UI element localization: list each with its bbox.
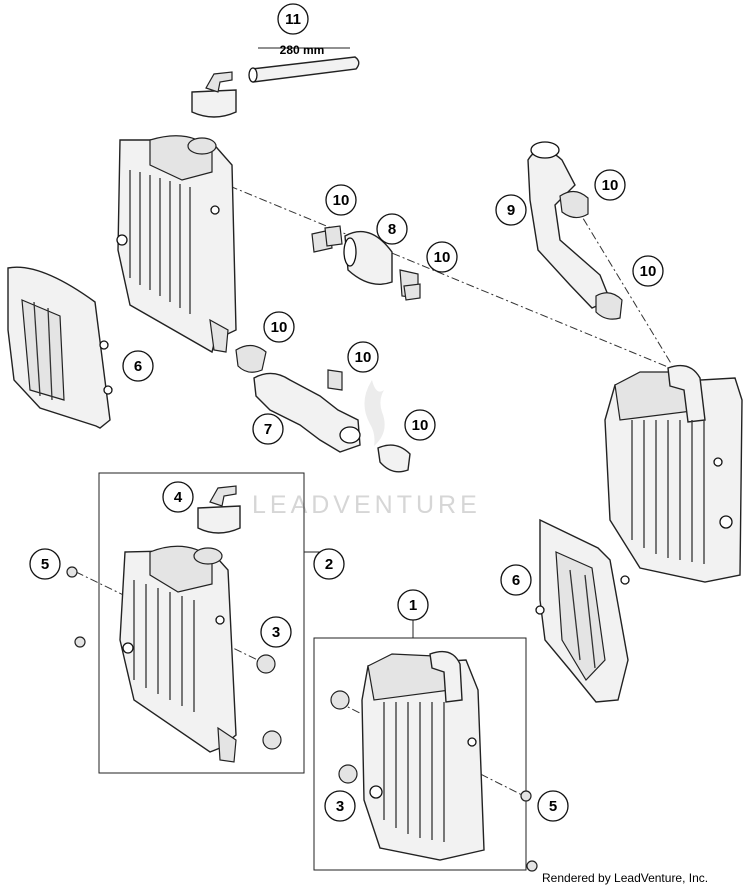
callout-11: 11 (277, 3, 309, 35)
watermark: LEADVENTURE (252, 380, 481, 519)
svg-text:2: 2 (325, 556, 333, 573)
svg-text:10: 10 (640, 263, 657, 280)
callout-6-left: 6 (122, 350, 154, 382)
callout-5-right: 5 (537, 790, 569, 822)
svg-text:6: 6 (134, 358, 142, 375)
svg-text:10: 10 (602, 177, 619, 194)
svg-text:10: 10 (355, 349, 372, 366)
connector-assembly-top (311, 225, 421, 301)
hose-clamp-lower (377, 444, 411, 473)
svg-text:9: 9 (507, 202, 515, 219)
callout-7: 7 (252, 413, 284, 445)
svg-text:8: 8 (388, 221, 396, 238)
left-radiator-guard (7, 266, 113, 429)
radiator-fins (129, 170, 191, 314)
svg-text:1: 1 (409, 597, 417, 614)
svg-text:4: 4 (174, 489, 183, 506)
callout-2: 2 (313, 548, 345, 580)
callout-6-right: 6 (500, 564, 532, 596)
radiator-fins-kit-right (383, 702, 445, 842)
svg-text:10: 10 (434, 249, 451, 266)
left-radiator-kit (66, 485, 282, 763)
hose-length-label: 280 mm (280, 43, 325, 57)
kit-box-2 (98, 472, 305, 774)
radiator-hose-part (527, 141, 623, 320)
svg-text:3: 3 (272, 624, 280, 641)
right-radiator-kit (330, 650, 538, 872)
render-credit: Rendered by LeadVenture, Inc. (542, 871, 708, 885)
callout-1: 1 (397, 589, 429, 621)
svg-text:3: 3 (336, 798, 344, 815)
svg-text:11: 11 (285, 11, 301, 28)
callout-10-g: 10 (404, 409, 436, 441)
svg-text:7: 7 (264, 421, 272, 438)
callout-5-left: 5 (29, 548, 61, 580)
callout-10-e: 10 (263, 311, 295, 343)
radiator-fins-kit (133, 580, 195, 712)
kit-box-1 (313, 637, 527, 871)
callout-3-left: 3 (260, 616, 292, 648)
callout-10-b: 10 (426, 241, 458, 273)
callout-3-right: 3 (324, 790, 356, 822)
callout-10-a: 10 (325, 184, 357, 216)
callout-4: 4 (162, 481, 194, 513)
watermark-text: LEADVENTURE (252, 491, 481, 519)
callout-10-f: 10 (347, 341, 379, 373)
svg-text:5: 5 (549, 798, 557, 815)
thermostat-hose-part (235, 344, 361, 453)
svg-text:10: 10 (333, 192, 350, 209)
svg-text:5: 5 (41, 556, 49, 573)
svg-text:10: 10 (271, 319, 288, 336)
right-radiator-guard (535, 518, 630, 703)
svg-text:10: 10 (412, 417, 429, 434)
callout-10-c: 10 (594, 169, 626, 201)
overflow-hose-part (191, 56, 360, 118)
right-radiator-upper (604, 364, 743, 583)
callout-10-d: 10 (632, 255, 664, 287)
radiator-fins-right (631, 420, 705, 564)
leader-lines (258, 47, 414, 638)
callout-8: 8 (376, 213, 408, 245)
left-radiator-top (116, 135, 237, 354)
svg-text:6: 6 (512, 572, 520, 589)
callout-9: 9 (495, 194, 527, 226)
